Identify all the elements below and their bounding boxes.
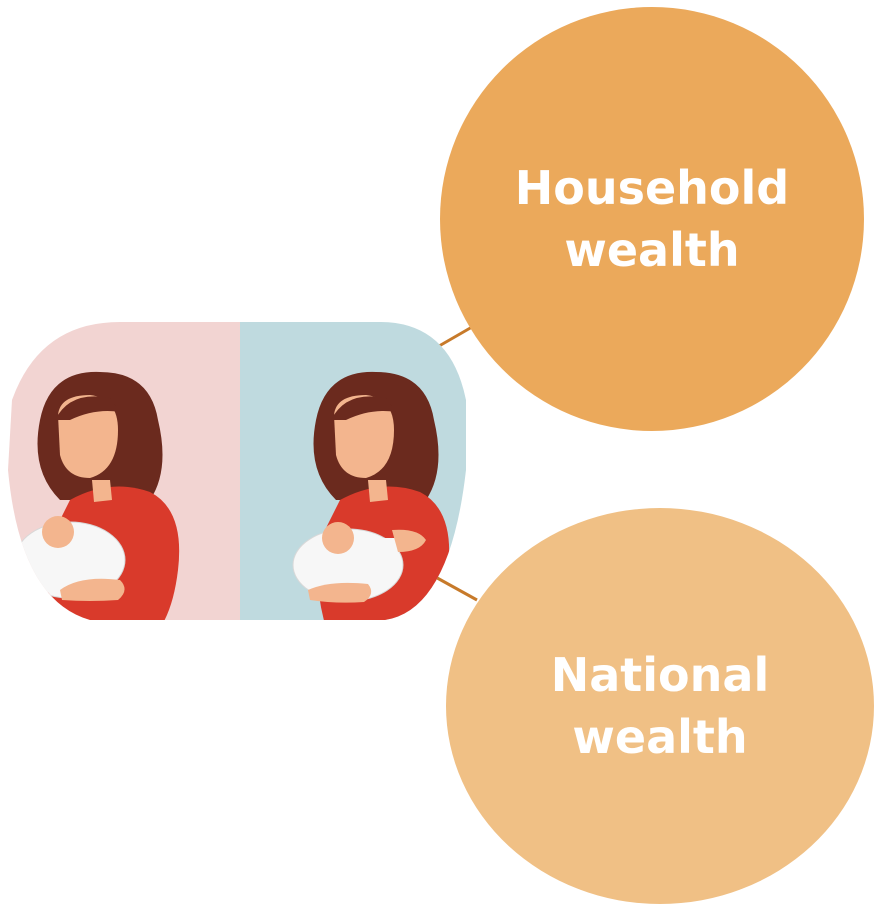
connector-national [429,572,478,602]
household-wealth-line-1: Household [514,161,790,215]
mother-breastfeeding-figure [14,371,180,620]
household-wealth-line-2: wealth [564,223,740,277]
national-wealth-label: National wealth [551,644,769,768]
mother-baby-illustration [8,322,466,620]
mother-bottle-feeding-figure [292,371,450,620]
national-wealth-line-1: National [550,648,770,702]
household-wealth-node: Household wealth [440,7,864,431]
national-wealth-node: National wealth [446,508,874,904]
national-wealth-line-2: wealth [572,710,748,764]
household-wealth-label: Household wealth [515,157,789,281]
